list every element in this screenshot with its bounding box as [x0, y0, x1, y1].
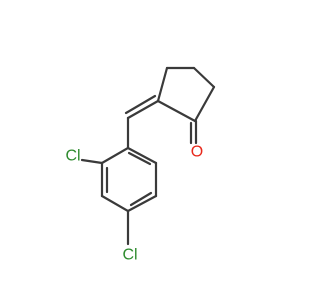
oxygen-label: O: [191, 144, 203, 161]
structure-diagram: O Cl Cl: [65, 66, 216, 264]
chlorine-label-upper: Cl: [65, 148, 80, 165]
bond-ar-inner-3: [127, 151, 152, 166]
bond-ar-1-2: [100, 146, 130, 165]
cyclopentanone-ring: [156, 66, 216, 123]
bond-ar-6-1: [126, 146, 158, 165]
bond-ar-4-5: [126, 194, 158, 213]
bond-ring-c5-c1: [193, 85, 216, 123]
bond-ring-c1-c2: [156, 99, 197, 123]
bond-ar-inner-2: [129, 191, 153, 207]
exocyclic-double-bond: [124, 94, 160, 120]
bond-to-cl-upper: [80, 158, 104, 165]
benzene-ring: [100, 146, 158, 213]
bond-ar-3-4: [100, 194, 130, 213]
bond-exo-a: [126, 99, 160, 120]
bond-exo-b: [124, 94, 157, 115]
bond-ring-c2-c3: [156, 66, 169, 103]
chlorine-label-lower: Cl: [122, 247, 137, 264]
bond-ring-c4-c5: [192, 66, 216, 89]
carbonyl-double-bond: [189, 119, 198, 145]
